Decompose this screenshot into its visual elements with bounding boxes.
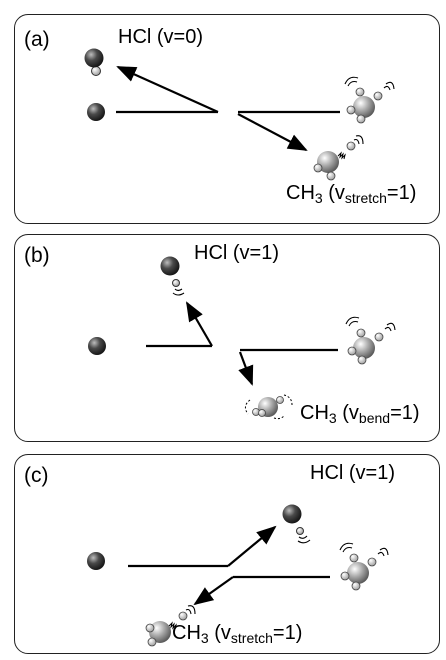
ch4-h-atom <box>340 571 350 581</box>
ch4-h-atom <box>373 91 383 101</box>
panel-a <box>14 14 440 224</box>
ch3-label-a: CH3 (vstretch=1) <box>286 182 416 206</box>
hcl-h-atom <box>172 279 180 287</box>
hcl-label-b: HCl (v=1) <box>194 242 280 264</box>
cl-atom <box>87 103 105 121</box>
ch3-h-atom <box>147 637 157 647</box>
vibration-lines <box>185 605 196 615</box>
hcl-label-c: HCl (v=1) <box>310 462 396 484</box>
panel-b <box>14 234 440 442</box>
ch3-label-c: CH3 (vstretch=1) <box>172 622 302 646</box>
ch3-h-atom <box>326 171 336 181</box>
ch3-h-atom <box>346 141 356 151</box>
ch3-formula: CH <box>300 402 329 424</box>
hcl-label-a: HCl (v=0) <box>118 26 204 48</box>
panel-a-graphics <box>84 48 395 181</box>
arrow-ch3-out <box>238 351 254 386</box>
vibration-lines <box>353 135 364 145</box>
bend-arrow-right <box>283 394 293 406</box>
ch3-label-b: CH3 (vbend=1) <box>300 402 420 426</box>
ch3-subscript: 3 <box>328 410 337 426</box>
ch3-mode: stretch <box>344 190 387 206</box>
ch4-carbon-atom <box>347 562 369 584</box>
ch4-h-atom <box>367 557 377 567</box>
arrow-hcl-out <box>227 525 277 567</box>
ch3-paren-open: (v <box>336 402 359 424</box>
ch3-h-atom <box>313 163 323 173</box>
ch4-h-atom <box>355 87 365 97</box>
ch3-subscript: 3 <box>314 190 323 206</box>
ch3-mode: bend <box>358 410 391 426</box>
stretch-spring <box>168 621 177 630</box>
arrow-ch3-out <box>193 576 234 606</box>
ch4-molecule <box>339 542 389 591</box>
panel-c-graphics <box>87 504 389 647</box>
ch4-carbon-atom <box>353 96 375 118</box>
ch3-paren-close: =1) <box>390 402 420 424</box>
ch3-h-atom <box>258 409 266 417</box>
ch3-paren-open: (v <box>208 622 231 644</box>
bend-arrow-left <box>244 399 251 415</box>
cl-atom <box>88 337 106 355</box>
ch4-h-atom <box>347 346 357 356</box>
ch4-h-atom <box>356 114 366 124</box>
vibration-lines <box>339 542 389 557</box>
panel-label-b: (b) <box>24 244 50 267</box>
panel-label-c: (c) <box>24 464 49 487</box>
arrow-hcl-out <box>116 65 219 114</box>
panel-label-a: (a) <box>24 28 50 51</box>
ch3-carbon-atom <box>149 621 171 643</box>
ch4-carbon-atom <box>353 337 375 359</box>
ch3-h-atom <box>145 623 155 633</box>
ch3-paren-close: =1) <box>272 622 303 644</box>
hcl-h-atom <box>296 527 304 535</box>
ch3-h-atom <box>276 396 284 404</box>
ch3-product <box>244 394 293 420</box>
ch3-h-atom <box>178 611 188 621</box>
ch4-h-atom <box>351 581 361 591</box>
cl-atom <box>87 552 105 570</box>
ch4-h-atom <box>357 355 367 365</box>
ch4-h-atom <box>349 553 359 563</box>
ch3-mode: stretch <box>230 630 273 646</box>
vibration-lines <box>345 316 396 332</box>
ch3-paren-close: =1) <box>386 182 417 204</box>
arrow-hcl-out <box>186 301 213 347</box>
ch4-h-atom <box>356 328 366 338</box>
vibration-lines <box>297 535 311 544</box>
ch4-molecule <box>344 76 395 124</box>
hcl-h-atom <box>91 66 101 76</box>
panel-b-graphics <box>88 256 396 420</box>
hcl-cl-atom <box>84 48 104 68</box>
vibration-lines <box>172 288 185 296</box>
panel-c <box>14 454 440 654</box>
bend-arrow-bottom <box>273 415 285 420</box>
ch4-h-atom <box>346 105 356 115</box>
ch3-subscript: 3 <box>200 630 209 646</box>
hcl-cl-atom <box>160 256 180 276</box>
hcl-cl-atom <box>282 504 302 524</box>
ch4-molecule <box>345 316 396 365</box>
ch3-formula: CH <box>172 622 201 644</box>
vibration-lines <box>344 76 395 91</box>
ch3-carbon-atom <box>317 151 339 173</box>
ch3-paren-open: (v <box>322 182 345 204</box>
ch3-product <box>313 135 364 181</box>
ch3-formula: CH <box>286 182 315 204</box>
arrow-ch3-out <box>237 113 308 151</box>
stretch-spring <box>337 151 346 160</box>
ch4-h-atom <box>374 332 384 342</box>
ch3-product <box>145 605 196 647</box>
